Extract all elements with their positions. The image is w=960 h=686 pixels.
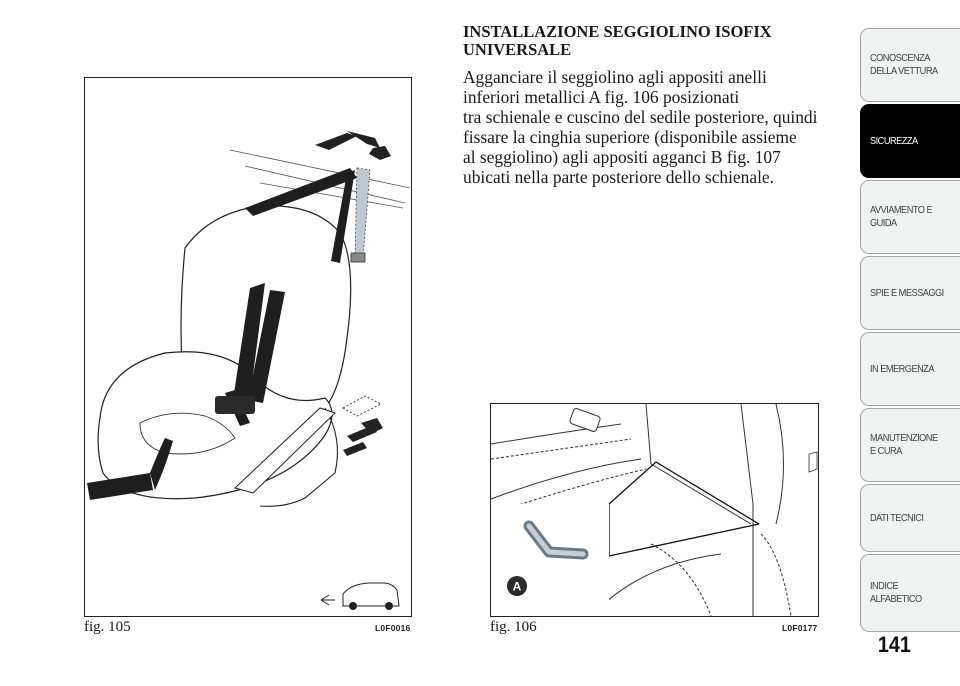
car-rear-arrow-icon xyxy=(320,582,400,610)
figure-106-code: L0F0177 xyxy=(782,623,818,633)
figure-106-caption: fig. 106 xyxy=(490,619,537,635)
tab-conoscenza-della-vettura[interactable]: CONOSCENZA DELLA VETTURA xyxy=(860,28,960,102)
isofix-anchor-illustration: A xyxy=(490,403,818,617)
tab-in-emergenza[interactable]: IN EMERGENZA xyxy=(860,332,960,406)
tab-avviamento-e-guida[interactable]: AVVIAMENTO E GUIDA xyxy=(860,180,960,254)
figure-105-code: L0F0016 xyxy=(375,623,411,633)
tab-manutenzione-e-cura[interactable]: MANUTENZIONE E CURA xyxy=(860,408,960,482)
section-heading: INSTALLAZIONE SEGGIOLINO ISOFIX UNIVERSA… xyxy=(463,22,772,59)
callout-a-label: A xyxy=(513,580,522,594)
child-seat-illustration xyxy=(87,131,411,610)
figure-105-child-seat xyxy=(84,77,412,617)
callout-a-marker xyxy=(507,576,527,596)
tab-spie-e-messaggi[interactable]: SPIE E MESSAGGI xyxy=(860,256,960,330)
tab-sicurezza[interactable]: SICUREZZA xyxy=(860,104,960,178)
figure-106-isofix-anchor: A xyxy=(490,403,819,617)
tab-dati-tecnici[interactable]: DATI TECNICI xyxy=(860,484,960,552)
tab-indice-alfabetico[interactable]: INDICE ALFABETICO xyxy=(860,554,960,632)
instruction-paragraph: Agganciare il seggiolino agli appositi a… xyxy=(463,67,818,187)
figure-105-caption: fig. 105 xyxy=(84,619,131,635)
page-number: 141 xyxy=(877,632,911,657)
